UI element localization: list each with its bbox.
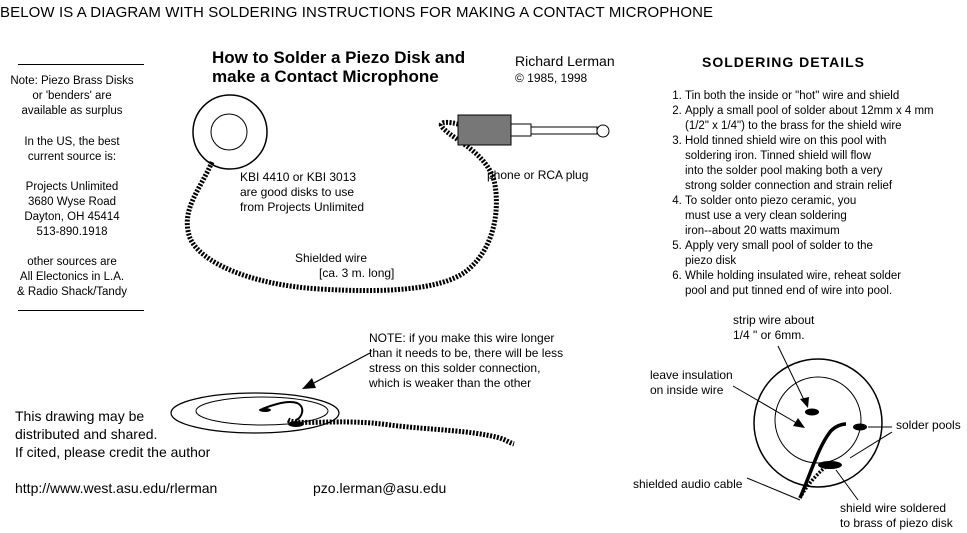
sidebar-source-intro: In the US, the best current source is: [8,135,136,165]
disk-label-line: from Projects Unlimited [240,200,365,214]
license-text: This drawing may be distributed and shar… [15,407,210,461]
detail-disk [732,345,893,501]
step-item: Apply very small pool of solder to the p… [685,239,967,269]
sidebar-line: 3680 Wyse Road [27,196,117,208]
wire-label-line: Shielded wire [295,251,368,265]
step-line: piezo disk [685,255,737,267]
wire-note-line: than it needs to be, there will be less [369,346,564,360]
wire-note-line: stress on this solder connection, [369,361,541,375]
piezo-disk-top [192,94,268,170]
plug-label: phone or RCA plug [487,168,589,182]
shield-label-line: to brass of piezo disk [840,516,953,530]
title-line: How to Solder a Piezo Disk and [212,48,466,67]
license-line: distributed and shared. [15,426,158,442]
sidebar-line: Projects Unlimited [25,181,119,193]
author-email[interactable]: pzo.lerman@asu.edu [313,480,447,496]
strip-label-line: 1/4 " or 6mm. [733,328,805,342]
step-item: Apply a small pool of solder about 12mm … [685,104,967,134]
step-line: To solder onto piezo ceramic, you [685,195,857,207]
page-banner: BELOW IS A DIAGRAM WITH SOLDERING INSTRU… [0,4,714,21]
license-line: If cited, please credit the author [15,444,211,460]
wire-note: NOTE: if you make this wire longer than … [369,331,563,391]
phone-plug [457,114,610,146]
step-line: pool and put tinned end of wire into poo… [685,285,893,297]
sidebar-line: available as surplus [21,105,123,117]
strip-label: strip wire about 1/4 " or 6mm. [733,313,814,343]
shield-label: shield wire soldered to brass of piezo d… [840,501,953,531]
author-name: Richard Lerman [515,53,615,69]
step-item: Hold tinned shield wire on this pool wit… [685,134,967,194]
shielded-wire [184,119,499,294]
strip-label-line: strip wire about [733,313,815,327]
shield-label-line: shield wire soldered [840,501,947,515]
license-line: This drawing may be [15,408,145,424]
insulation-label: leave insulation on inside wire [650,368,733,398]
author-block: Richard Lerman © 1985, 1998 [515,53,615,87]
wire-note-line: NOTE: if you make this wire longer [369,331,555,345]
insulation-label-line: on inside wire [650,383,724,397]
sidebar-line: other sources are [27,256,117,268]
page-title: How to Solder a Piezo Disk and make a Co… [212,48,512,86]
title-line: make a Contact Microphone [212,67,439,86]
disk-label-line: KBI 4410 or KBI 3013 [240,170,357,184]
step-line: Apply a small pool of solder about 12mm … [685,105,934,117]
disk-label: KBI 4410 or KBI 3013 are good disks to u… [240,170,364,215]
step-line: iron--about 20 watts maximum [685,225,840,237]
sidebar-line: current source is: [27,151,117,163]
sidebar-line: All Electonics in L.A. [19,271,125,283]
piezo-disk-side [170,392,515,447]
step-line: Hold tinned shield wire on this pool wit… [685,135,887,147]
step-line: While holding insulated wire, reheat sol… [685,270,902,282]
step-item: While holding insulated wire, reheat sol… [685,269,967,299]
disk-label-line: are good disks to use [240,185,355,199]
step-item: Tin both the inside or "hot" wire and sh… [685,89,967,104]
cable-label: shielded audio cable [633,477,743,491]
sidebar-line: or 'benders' are [32,90,112,102]
sidebar-address: Projects Unlimited 3680 Wyse Road Dayton… [8,180,136,240]
step-line: strong solder connection and strain reli… [685,180,893,192]
step-line: into the solder pool making both a very [685,165,883,177]
sidebar-line: & Radio Shack/Tandy [17,286,127,298]
sidebar-line: Dayton, OH 45414 [24,211,120,223]
insulation-label-line: leave insulation [650,368,733,382]
sidebar-top-rule [18,64,144,65]
wire-label-line: [ca. 3 m. long] [319,266,395,280]
solder-pools-label: solder pools [896,418,961,432]
steps-list: Tin both the inside or "hot" wire and sh… [656,89,967,299]
sidebar-note: Note: Piezo Brass Disks or 'benders' are… [8,74,136,119]
step-line: Apply very small pool of solder to the [685,240,873,252]
step-line: must use a very clean soldering [685,210,847,222]
step-item: To solder onto piezo ceramic, you must u… [685,194,967,239]
step-line: soldering iron. Tinned shield will flow [685,150,872,162]
step-line: Tin both the inside or "hot" wire and sh… [685,90,900,102]
author-url[interactable]: http://www.west.asu.edu/rlerman [15,480,218,496]
step-line: (1/2" x 1/4") to the brass for the shiel… [685,120,902,132]
note-arrow [302,352,371,389]
sidebar-other-sources: other sources are All Electonics in L.A.… [8,255,136,300]
sidebar-line: Note: Piezo Brass Disks [10,75,134,87]
sidebar-bottom-rule [18,310,144,311]
wire-note-line: which is weaker than the other [369,376,532,390]
copyright: © 1985, 1998 [515,71,588,85]
wire-label: Shielded wire [ca. 3 m. long] [295,251,394,281]
sidebar-line: 513-890.1918 [36,226,108,238]
details-title: SOLDERING DETAILS [702,54,865,70]
sidebar-line: In the US, the best [24,136,120,148]
